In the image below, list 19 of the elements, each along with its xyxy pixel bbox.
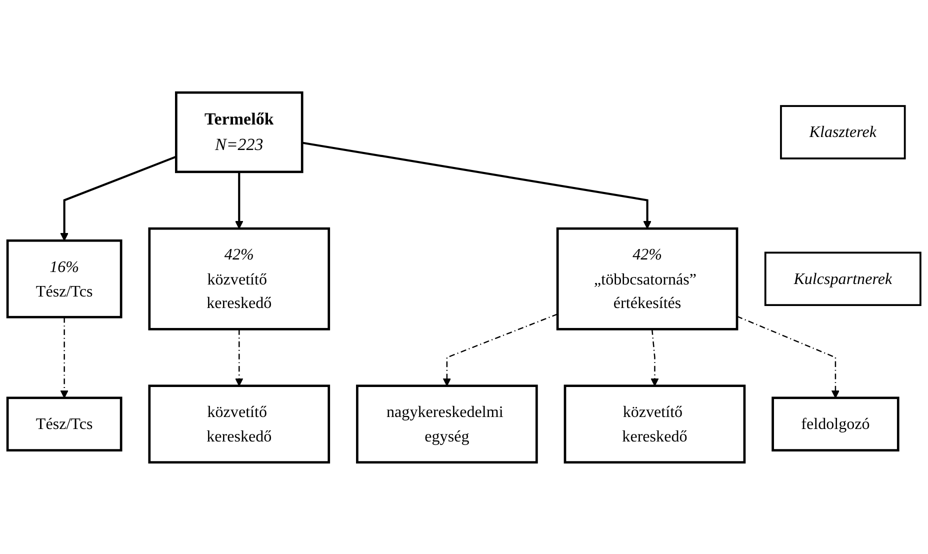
node-box xyxy=(780,104,906,159)
node-box xyxy=(175,90,304,173)
node-box xyxy=(6,238,122,318)
arrow xyxy=(736,315,840,398)
arrow xyxy=(60,155,177,241)
node-box xyxy=(148,384,330,464)
node-box xyxy=(6,396,122,452)
arrow xyxy=(442,313,558,386)
node-box xyxy=(148,226,330,330)
arrow xyxy=(235,171,244,228)
node-box xyxy=(556,226,738,330)
arrow xyxy=(650,328,659,386)
node-box xyxy=(356,384,538,464)
arrow xyxy=(302,141,652,228)
node-box xyxy=(764,251,922,306)
arrow xyxy=(235,328,244,386)
node-box xyxy=(564,384,746,464)
arrow xyxy=(60,316,68,398)
node-box xyxy=(772,396,900,452)
